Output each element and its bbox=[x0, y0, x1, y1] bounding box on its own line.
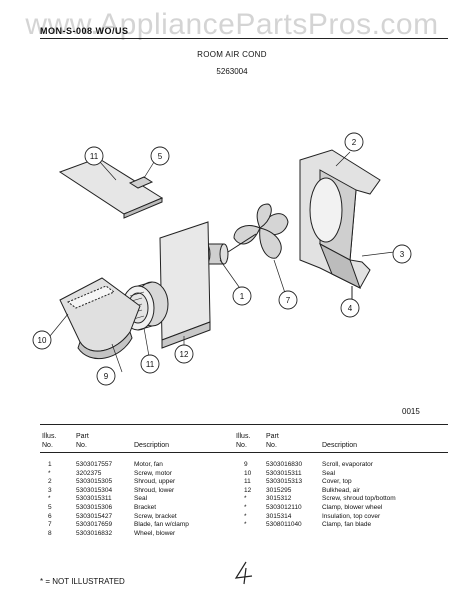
right-row-illus: 10 bbox=[244, 469, 252, 477]
left-row-desc: Screw, motor bbox=[134, 469, 172, 477]
col-head-desc-left: Description bbox=[134, 442, 170, 449]
col-head-part-left: Part No. bbox=[76, 433, 89, 449]
left-row-illus: 2 bbox=[48, 478, 52, 486]
col-head-part-right: Part No. bbox=[266, 433, 279, 449]
right-row-illus: 9 bbox=[244, 461, 248, 468]
right-row-illus: * bbox=[244, 504, 247, 511]
right-row-desc: Screw, shroud top/bottom bbox=[322, 495, 396, 503]
left-row-illus: 6 bbox=[48, 512, 52, 520]
left-row-desc: Shroud, lower bbox=[134, 486, 175, 494]
left-row-part: 5303015304 bbox=[76, 486, 113, 494]
left-row-desc: Wheel, blower bbox=[134, 529, 176, 537]
left-row-illus: 8 bbox=[48, 529, 52, 537]
callout-11a: 11 bbox=[90, 152, 99, 161]
left-row-part: 5303017659 bbox=[76, 521, 113, 529]
right-row-part: 5308011040 bbox=[266, 521, 302, 529]
right-row-illus: 11 bbox=[244, 478, 251, 486]
col-head-illus-left: Illus. No. bbox=[42, 433, 57, 449]
left-row-desc: Blade, fan w/clamp bbox=[134, 521, 189, 529]
table-top-rule bbox=[40, 424, 448, 425]
right-row-desc: Scroll, evaporator bbox=[322, 461, 373, 468]
bulkhead bbox=[159, 221, 211, 341]
callout-9: 9 bbox=[104, 372, 109, 381]
right-row-part: 3015312 bbox=[266, 495, 292, 503]
callout-1: 1 bbox=[240, 292, 245, 301]
right-row-illus: * bbox=[244, 512, 247, 520]
right-row-desc: Clamp, blower wheel bbox=[322, 504, 383, 511]
left-row-desc: Screw, bracket bbox=[134, 512, 177, 520]
right-row-part: 3015314 bbox=[266, 512, 292, 520]
right-row-part: 3015295 bbox=[266, 486, 292, 494]
left-row-desc: Seal bbox=[134, 495, 148, 503]
left-row-part: 3202375 bbox=[76, 469, 102, 477]
left-row-desc: Motor, fan bbox=[134, 461, 163, 468]
left-row-part: 5303015305 bbox=[76, 478, 113, 486]
callout-7: 7 bbox=[286, 296, 291, 305]
callout-2: 2 bbox=[352, 138, 357, 147]
exploded-diagram: 11 5 2 3 4 1 7 10 9 11 12 bbox=[32, 132, 412, 386]
right-row-desc: Cover, top bbox=[322, 478, 352, 486]
seal bbox=[67, 285, 115, 309]
right-row-desc: Seal bbox=[322, 469, 336, 477]
callout-3: 3 bbox=[400, 250, 405, 259]
left-row-illus: 7 bbox=[48, 521, 52, 529]
right-row-desc: Bulkhead, air bbox=[322, 486, 360, 494]
left-row-part: 5303015306 bbox=[76, 504, 113, 511]
footnote: * = NOT ILLUSTRATED bbox=[40, 577, 125, 586]
figure-code: 0015 bbox=[402, 407, 420, 416]
left-row-illus: 3 bbox=[48, 486, 52, 494]
page-title: ROOM AIR COND bbox=[197, 50, 267, 59]
table-header-rule bbox=[40, 452, 448, 453]
fan-blade bbox=[233, 203, 289, 259]
right-row-illus: 12 bbox=[244, 486, 252, 494]
right-row-part: 5303015313 bbox=[266, 478, 303, 486]
left-row-illus: 1 bbox=[48, 461, 52, 468]
callout-4: 4 bbox=[348, 304, 353, 313]
left-row-part: 5303017557 bbox=[76, 461, 113, 468]
left-row-part: 5303016832 bbox=[76, 529, 113, 537]
right-row-illus: * bbox=[244, 495, 247, 503]
right-row-desc: Clamp, fan blade bbox=[322, 521, 372, 529]
handwritten-mark bbox=[234, 561, 253, 585]
watermark: www.AppliancePartsPros.com bbox=[25, 8, 439, 41]
header-rule bbox=[40, 38, 448, 39]
right-row-desc: Insulation, top cover bbox=[322, 512, 381, 520]
left-row-desc: Bracket bbox=[134, 504, 157, 511]
left-row-illus: 5 bbox=[48, 504, 52, 511]
right-row-illus: * bbox=[244, 521, 247, 529]
callout-12: 12 bbox=[180, 350, 189, 359]
col-head-desc-right: Description bbox=[322, 442, 358, 449]
callout-5: 5 bbox=[158, 152, 163, 161]
callout-10: 10 bbox=[38, 336, 47, 345]
col-head-illus-right: Illus. No. bbox=[236, 433, 251, 449]
right-row-part: 5303016830 bbox=[266, 461, 303, 468]
left-row-illus: * bbox=[48, 469, 51, 477]
left-row-part: 5303015311 bbox=[76, 495, 112, 503]
left-row-part: 5303015427 bbox=[76, 512, 113, 520]
page-subtitle: 5263004 bbox=[216, 67, 248, 76]
right-row-part: 5303015311 bbox=[266, 469, 302, 477]
callout-11b: 11 bbox=[146, 360, 155, 369]
left-row-desc: Shroud, upper bbox=[134, 478, 176, 486]
model-code: MON-S-008 WO/US bbox=[40, 26, 129, 36]
left-row-illus: * bbox=[48, 495, 51, 503]
right-row-part: 5303012110 bbox=[266, 504, 302, 511]
bracket bbox=[128, 176, 154, 189]
